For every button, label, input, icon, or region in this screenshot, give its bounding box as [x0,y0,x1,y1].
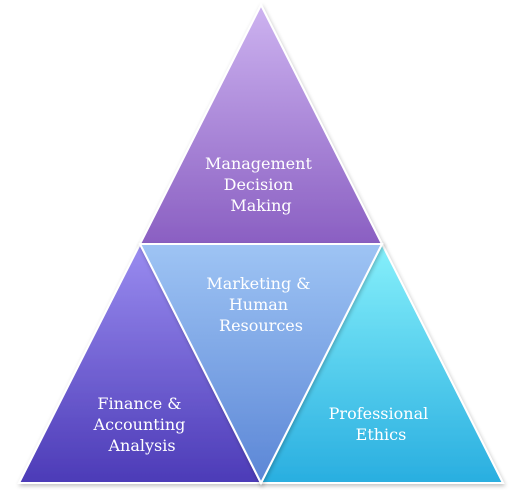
label-middle: Marketing & Human Resources [206,274,315,335]
label-left-line-1: Finance & [97,394,181,413]
label-top-line-3: Making [230,196,291,215]
label-left: Finance & Accounting Analysis [93,394,191,455]
label-left-line-2: Accounting [93,415,186,434]
segment-middle [138,243,384,486]
label-top-line-1: Management [205,154,312,173]
label-top-line-2: Decision [224,175,294,194]
label-middle-line-1: Marketing & [206,274,310,293]
label-right-line-1: Professional [329,404,429,423]
label-left-line-3: Analysis [107,436,175,455]
label-right: Professional Ethics [329,404,434,444]
label-right-line-2: Ethics [356,425,407,444]
label-middle-line-2: Human [229,295,288,314]
label-middle-line-3: Resources [219,316,303,335]
label-top: Management Decision Making [205,154,317,215]
